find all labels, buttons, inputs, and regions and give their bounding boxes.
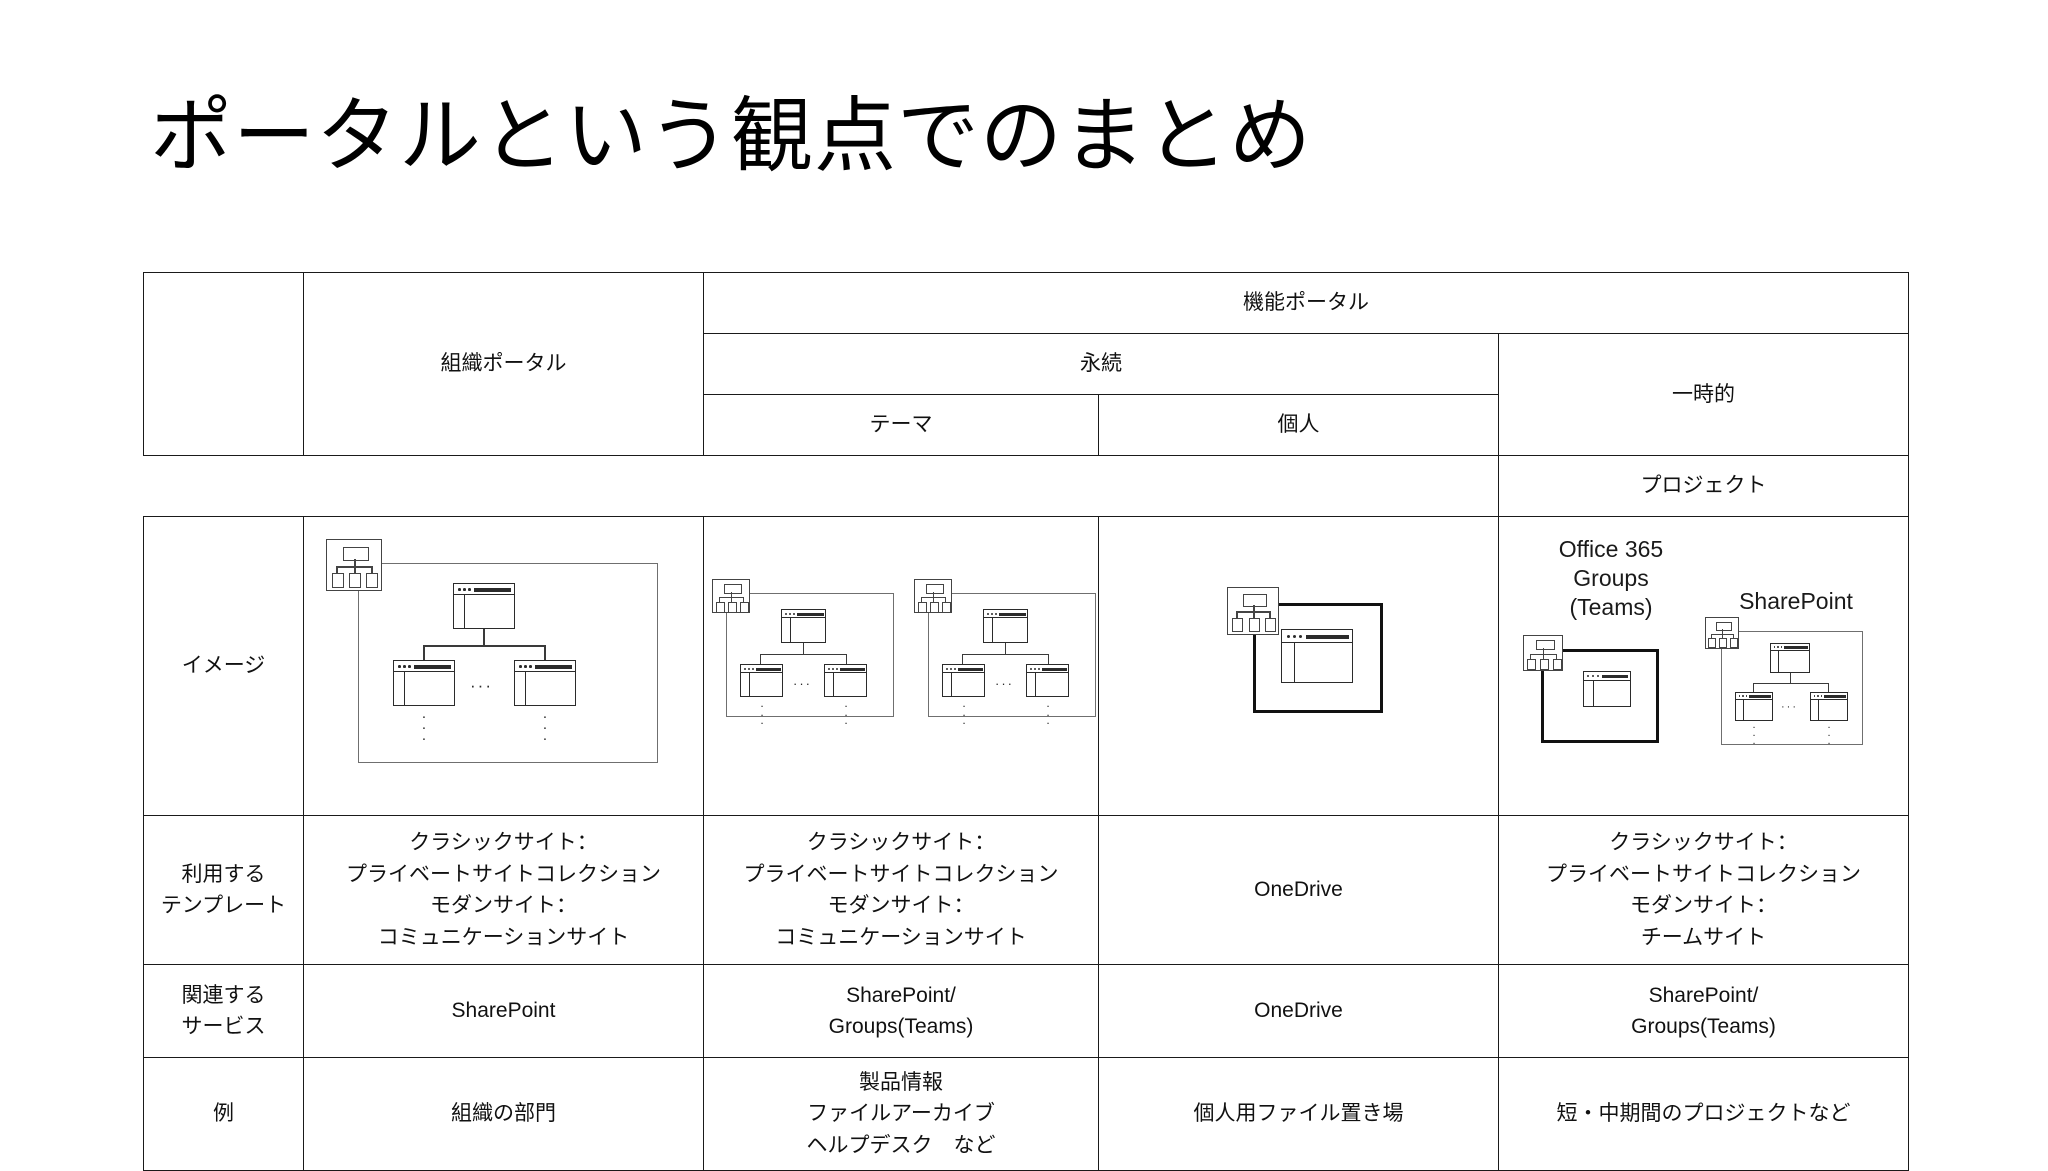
cell-service-org-portal: SharePoint xyxy=(303,964,704,1058)
caption-sharepoint: SharePoint xyxy=(1739,588,1853,614)
header-personal: 個人 xyxy=(1098,394,1499,456)
cell-template-org-portal: クラシックサイト： プライベートサイトコレクション モダンサイト： コミュニケー… xyxy=(303,815,704,965)
table-row-template: 利用する テンプレート クラシックサイト： プライベートサイトコレクション モダ… xyxy=(143,815,1910,965)
table-header-row-3: テーマ 個人 xyxy=(144,394,1909,456)
cell-service-project: SharePoint/ Groups(Teams) xyxy=(1497,964,1910,1058)
rowlabel-service: 関連する サービス xyxy=(143,964,304,1058)
header-temporary-wrap: 一時的 xyxy=(1497,333,1910,456)
cell-service-theme: SharePoint/ Groups(Teams) xyxy=(703,964,1099,1058)
rowlabel-template: 利用する テンプレート xyxy=(143,815,304,965)
header-project: プロジェクト xyxy=(1497,455,1910,517)
diagram-personal xyxy=(1098,516,1499,816)
table-row-example: 例 組織の部門 製品情報 ファイルアーカイブ ヘルプデスク など 個人用ファイル… xyxy=(143,1057,1910,1171)
cell-template-theme: クラシックサイト： プライベートサイトコレクション モダンサイト： コミュニケー… xyxy=(703,815,1099,965)
header-function-portal: 機能ポータル xyxy=(702,272,1910,334)
cell-example-project: 短・中期間のプロジェクトなど xyxy=(1497,1057,1910,1171)
cell-template-project: クラシックサイト： プライベートサイトコレクション モダンサイト： チームサイト xyxy=(1497,815,1910,965)
header-theme: テーマ xyxy=(703,394,1099,456)
caption-line: Office 365 xyxy=(1558,536,1664,562)
rowlabel-service-line2: サービス xyxy=(181,1015,266,1038)
portal-summary-table: 組織ポータル 機能ポータル 永続 一時的 テーマ 個人 プロ xyxy=(143,272,1910,1171)
page-title: ポータルという観点でのまとめ xyxy=(150,91,1313,182)
header-org-portal: 組織ポータル xyxy=(303,272,704,456)
table-header-row-4: プロジェクト xyxy=(144,455,1910,517)
rowlabel-image: イメージ xyxy=(143,516,304,816)
caption-line: (Teams) xyxy=(1569,593,1653,620)
table-header-row-2: 永続 一時的 xyxy=(144,333,1910,456)
table-row-image: イメージ xyxy=(143,516,1910,816)
rowlabel-template-line1: 利用する xyxy=(181,862,266,886)
cell-example-personal: 個人用ファイル置き場 xyxy=(1098,1057,1499,1171)
cell-template-personal: OneDrive xyxy=(1098,815,1499,965)
cell-example-theme: 製品情報 ファイルアーカイブ ヘルプデスク など xyxy=(703,1057,1099,1171)
corner-cell xyxy=(143,272,304,456)
table-row-service: 関連する サービス SharePoint SharePoint/ Groups(… xyxy=(143,964,1910,1058)
header-temporary: 一時的 xyxy=(1672,382,1735,406)
cell-example-org-portal: 組織の部門 xyxy=(303,1057,704,1171)
diagram-org-portal: ··· ... ... xyxy=(303,516,704,816)
header-persistent: 永続 xyxy=(703,333,1499,395)
cell-service-personal: OneDrive xyxy=(1098,964,1499,1058)
rowlabel-template-line2: テンプレート xyxy=(160,894,287,917)
rowlabel-service-line1: 関連する xyxy=(181,983,266,1007)
table-header-row-1: 組織ポータル 機能ポータル xyxy=(143,272,1910,456)
diagram-theme: ··· ... ... xyxy=(703,516,1099,816)
caption-line: Groups xyxy=(1573,564,1649,591)
rowlabel-example: 例 xyxy=(143,1057,304,1171)
